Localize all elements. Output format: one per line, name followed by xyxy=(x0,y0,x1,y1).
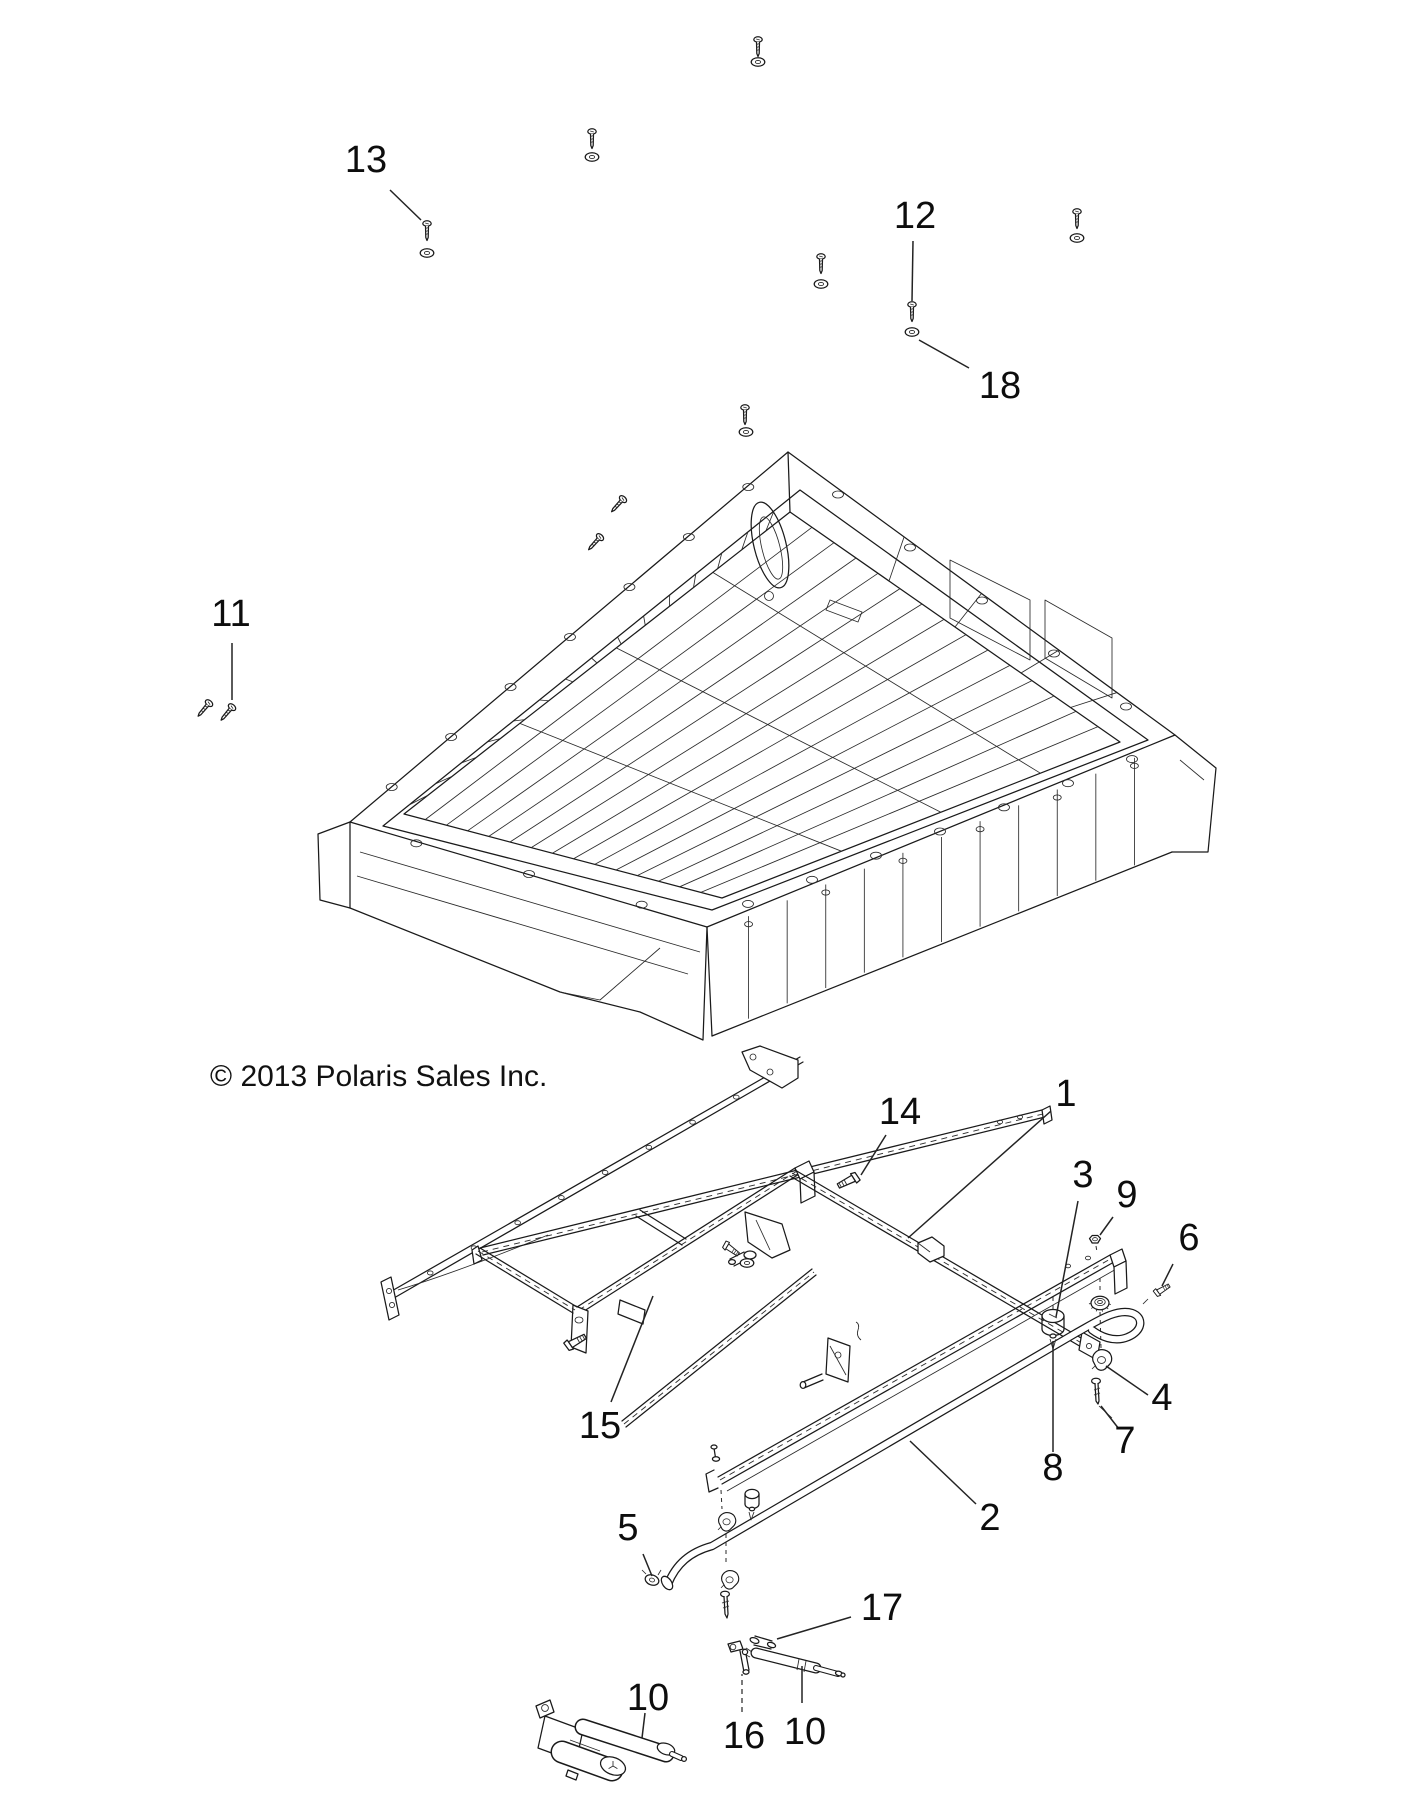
clevis-pin-item-16 xyxy=(727,1640,750,1675)
nut-item-9 xyxy=(1088,1234,1102,1244)
callout-leader-14-4 xyxy=(860,1134,887,1176)
frame-cross-members xyxy=(475,1169,1101,1428)
callout-label-6-8: 6 xyxy=(1178,1217,1199,1259)
electric-actuator xyxy=(535,1699,688,1782)
callout-leader-10-17 xyxy=(641,1712,646,1739)
callout-label-2-12: 2 xyxy=(979,1497,1000,1539)
callout-leader-9-7 xyxy=(1099,1216,1114,1236)
callout-label-10-18: 10 xyxy=(784,1711,826,1753)
callout-label-12-1: 12 xyxy=(894,195,936,237)
bracket-bolt xyxy=(720,1239,742,1259)
callout-leader-2-12 xyxy=(909,1440,977,1505)
callout-leader-3-6 xyxy=(1055,1200,1079,1318)
callout-label-9-7: 9 xyxy=(1116,1174,1137,1216)
callout-label-8-11: 8 xyxy=(1042,1447,1063,1489)
hardware xyxy=(194,36,1172,1782)
callout-leader-1-5 xyxy=(907,1110,1052,1239)
callout-leader-18-2 xyxy=(918,339,970,369)
bar-clamp-lower xyxy=(720,1569,740,1590)
callout-label-7-10: 7 xyxy=(1114,1420,1135,1462)
frame-channel-rail xyxy=(705,1248,1128,1493)
callout-leader-7-10 xyxy=(1100,1405,1120,1430)
callout-label-5-14: 5 xyxy=(617,1507,638,1549)
callout-leader-17-15 xyxy=(776,1616,852,1640)
callout-label-18-2: 18 xyxy=(979,365,1021,407)
bolt-item-14 xyxy=(835,1170,862,1192)
spacer-tube-item-17 xyxy=(749,1635,777,1650)
callout-leader-12-1 xyxy=(911,240,914,302)
flange-nut xyxy=(1088,1295,1112,1313)
callout-label-16-16: 16 xyxy=(723,1715,765,1757)
callout-label-11-3: 11 xyxy=(211,593,250,635)
frame-thin-rail xyxy=(380,1045,804,1321)
frame-front-rail xyxy=(570,1160,816,1354)
copyright-notice: © 2013 Polaris Sales Inc. xyxy=(210,1060,547,1093)
self-tapping-screws xyxy=(194,493,629,724)
frame-hinge-bracket xyxy=(727,1211,791,1268)
box-right-flare xyxy=(1171,734,1217,853)
right-hardware-cluster xyxy=(1041,1234,1172,1419)
frame-pivot-bar xyxy=(660,1307,1145,1591)
box-rear-port xyxy=(750,501,790,601)
callout-label-10-17: 10 xyxy=(627,1677,669,1719)
callout-leader-5-14 xyxy=(642,1553,653,1577)
bushing-item-3 xyxy=(1041,1297,1065,1350)
box-rim-outer xyxy=(349,451,1176,928)
bar-clamp-upper xyxy=(717,1511,737,1532)
callout-leader-15-13 xyxy=(610,1295,654,1403)
clip-item-5 xyxy=(641,1569,662,1586)
frame-latch-bracket xyxy=(799,1321,862,1390)
callout-label-14-4: 14 xyxy=(879,1091,921,1133)
callout-label-13-0: 13 xyxy=(345,139,387,181)
box-left-flare xyxy=(317,821,351,909)
bed-frame-drawing xyxy=(380,1045,1145,1591)
callout-label-1-5: 1 xyxy=(1055,1073,1076,1115)
box-generated-detail xyxy=(385,483,1139,1019)
callout-label-17-15: 17 xyxy=(861,1587,903,1629)
bolt-item-6 xyxy=(1152,1281,1172,1298)
callout-leader-4-9 xyxy=(1105,1365,1149,1396)
callout-leader-6-8 xyxy=(1161,1263,1174,1287)
callout-label-4-9: 4 xyxy=(1151,1377,1172,1419)
box-rim-inner xyxy=(382,489,1149,911)
bottom-hardware-cluster xyxy=(535,1488,846,1782)
callout-label-15-13: 15 xyxy=(579,1405,621,1447)
box-tailgate-face xyxy=(349,907,708,1041)
callout-label-3-6: 3 xyxy=(1072,1154,1093,1196)
cargo-box-drawing xyxy=(317,451,1217,1041)
callout-leader-13-0 xyxy=(389,189,422,221)
actuator-rod xyxy=(741,1647,846,1678)
